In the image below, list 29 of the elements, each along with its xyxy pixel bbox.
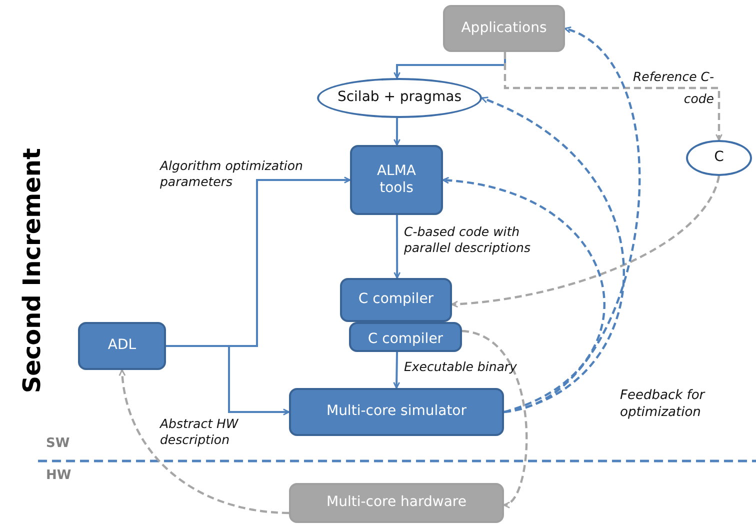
arrow <box>394 215 401 279</box>
arrow <box>166 345 290 416</box>
edge-label: Reference C-code <box>632 68 714 108</box>
edge-label: Abstract HW description <box>160 416 240 448</box>
dashed-arrow <box>442 177 606 414</box>
process-box: Multi-core simulator <box>289 388 504 436</box>
edge-label: Executable binary <box>404 359 517 376</box>
dashed-arrow <box>504 28 641 414</box>
dashed-arrow <box>504 52 722 141</box>
ellipse-node: Scilab + pragmas <box>317 78 482 118</box>
region-label: HW <box>46 468 72 485</box>
dashed-arrow <box>119 369 290 514</box>
dashed-arrow <box>451 176 720 308</box>
arrow <box>393 118 400 146</box>
edge-label: C-based code with parallel descriptions <box>404 224 532 256</box>
dashed-arrow <box>481 97 625 414</box>
process-box: C compiler <box>340 278 452 322</box>
side-title: Second Increment <box>16 148 47 394</box>
process-box: ADL <box>78 322 166 370</box>
process-box: ALMA tools <box>350 145 443 215</box>
arrow <box>393 352 400 389</box>
process-box: Applications <box>443 5 565 52</box>
edge-label: Algorithm optimization parameters <box>160 158 304 190</box>
note-text: Feedback for optimization <box>620 388 706 422</box>
dashed-arrow <box>462 330 528 506</box>
process-box: C compiler <box>349 322 462 352</box>
ellipse-node: C <box>686 140 752 176</box>
region-label: SW <box>46 436 70 453</box>
process-box: Multi-core hardware <box>289 483 504 523</box>
